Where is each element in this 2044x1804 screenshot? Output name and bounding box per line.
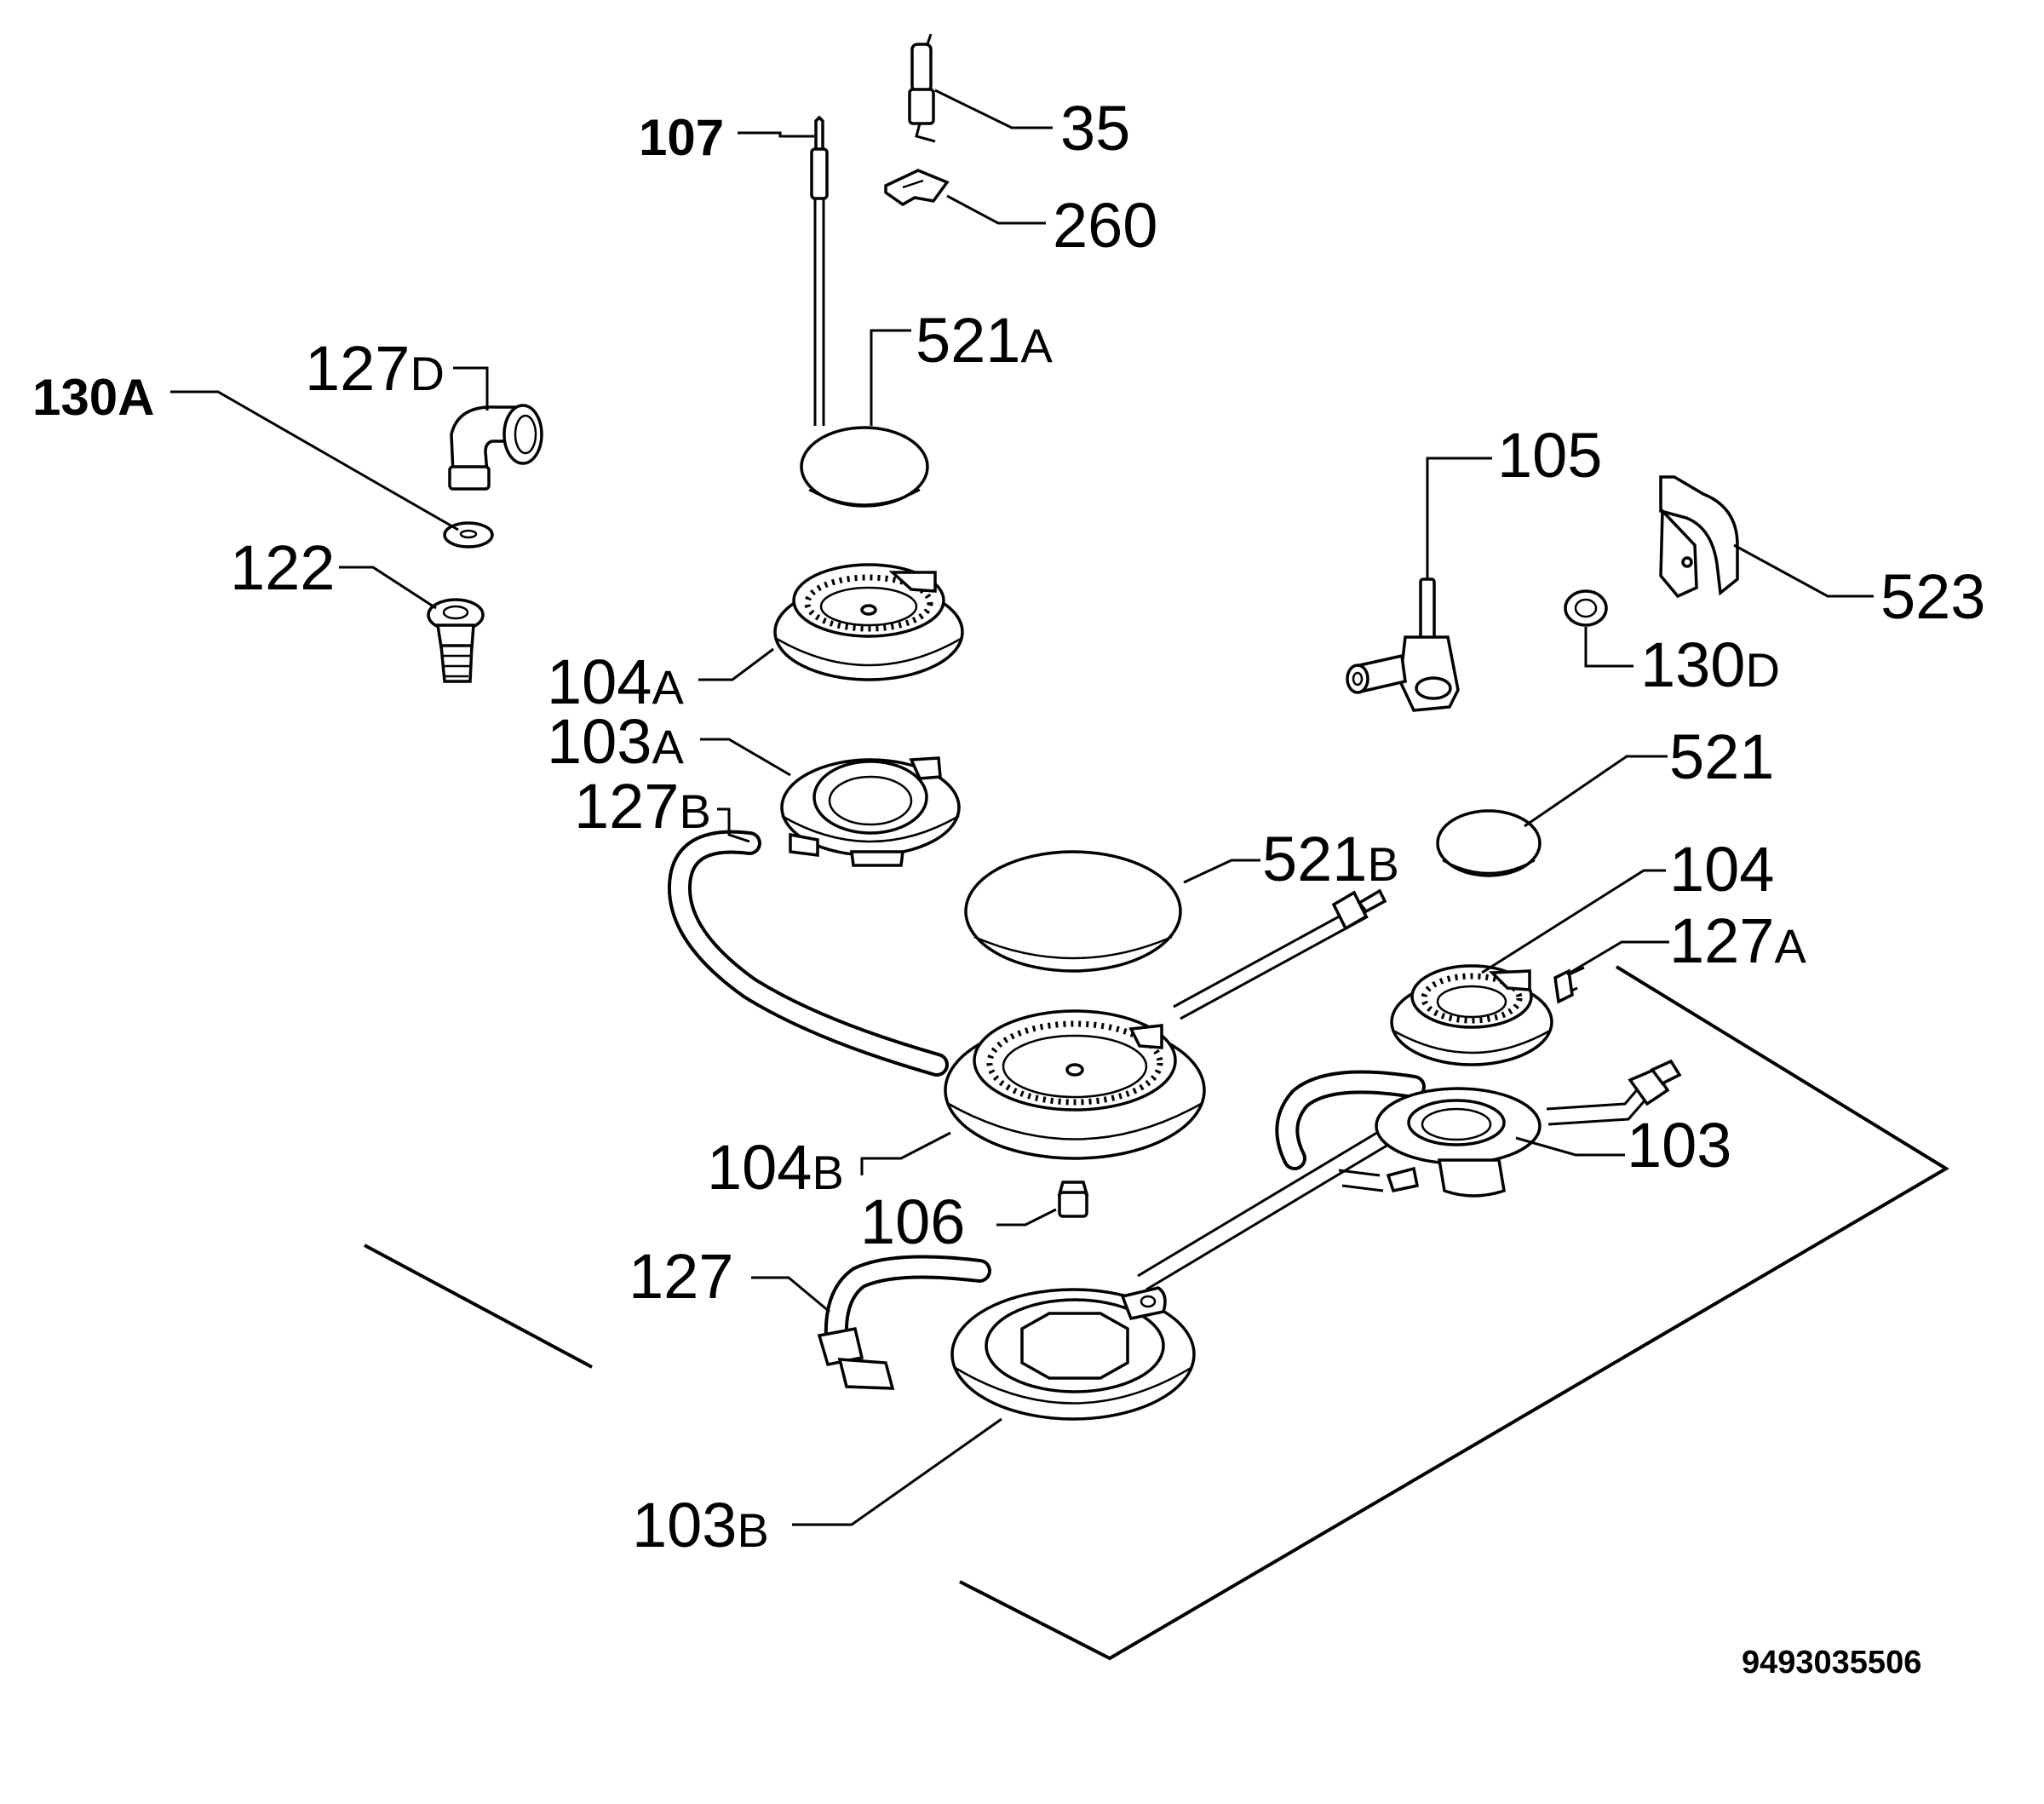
injector-part (1057, 1181, 1089, 1218)
label-103A: 103A (547, 706, 684, 777)
label-127: 127 (629, 1241, 733, 1312)
burner-base-small-part (780, 756, 961, 867)
hob-outline (364, 965, 1949, 1661)
burner-cap-large-part (964, 850, 1182, 973)
label-521: 521 (1669, 721, 1774, 792)
label-127D: 127D (305, 333, 445, 404)
label-103: 103 (1627, 1110, 1731, 1181)
label-104A: 104A (547, 646, 684, 717)
tube-large-part (817, 1255, 991, 1390)
burner-base-medium-part (1137, 1059, 1682, 1291)
label-130A: 130A (32, 369, 154, 426)
hose-connector-part (427, 598, 485, 683)
drawing-number: 9493035506 (1742, 1645, 1921, 1680)
burner-crown-small-part (773, 563, 964, 681)
burner-crown-medium-part (1390, 964, 1553, 1066)
part-labels: 35 260 107 521A 127D 130A 122 104A 103A … (32, 93, 1985, 1560)
label-521B: 521B (1262, 824, 1399, 894)
tube-small-part (667, 830, 949, 1077)
label-105: 105 (1497, 420, 1602, 491)
label-260: 260 (1053, 190, 1157, 261)
label-35: 35 (1060, 93, 1130, 164)
tube-stub-part (1553, 966, 1585, 1004)
elbow-fitting-part (448, 404, 543, 491)
burner-cap-medium-part (1436, 809, 1542, 877)
gas-valve-part (1346, 577, 1460, 712)
bracket-part (1659, 475, 1739, 599)
label-127B: 127B (574, 771, 711, 842)
label-107: 107 (639, 109, 724, 166)
seal-part (1564, 589, 1608, 627)
label-521A: 521A (916, 305, 1053, 376)
clip-part (884, 169, 950, 207)
label-130D: 130D (1640, 629, 1780, 700)
label-127A: 127A (1669, 905, 1806, 976)
label-122: 122 (230, 532, 335, 603)
burner-base-large-part (950, 1286, 1196, 1421)
label-523: 523 (1880, 561, 1985, 632)
burner-cap-small-part (800, 426, 929, 508)
label-104: 104 (1669, 834, 1774, 905)
thermocouple-part (810, 115, 829, 426)
label-104B: 104B (707, 1132, 844, 1203)
ignition-electrode-part (908, 33, 936, 143)
label-103B: 103B (632, 1490, 769, 1560)
leader-lines (170, 89, 1874, 1526)
burner-crown-large-part (944, 1009, 1206, 1160)
label-106: 106 (860, 1186, 965, 1257)
injector-pipe-part (1173, 888, 1387, 1020)
